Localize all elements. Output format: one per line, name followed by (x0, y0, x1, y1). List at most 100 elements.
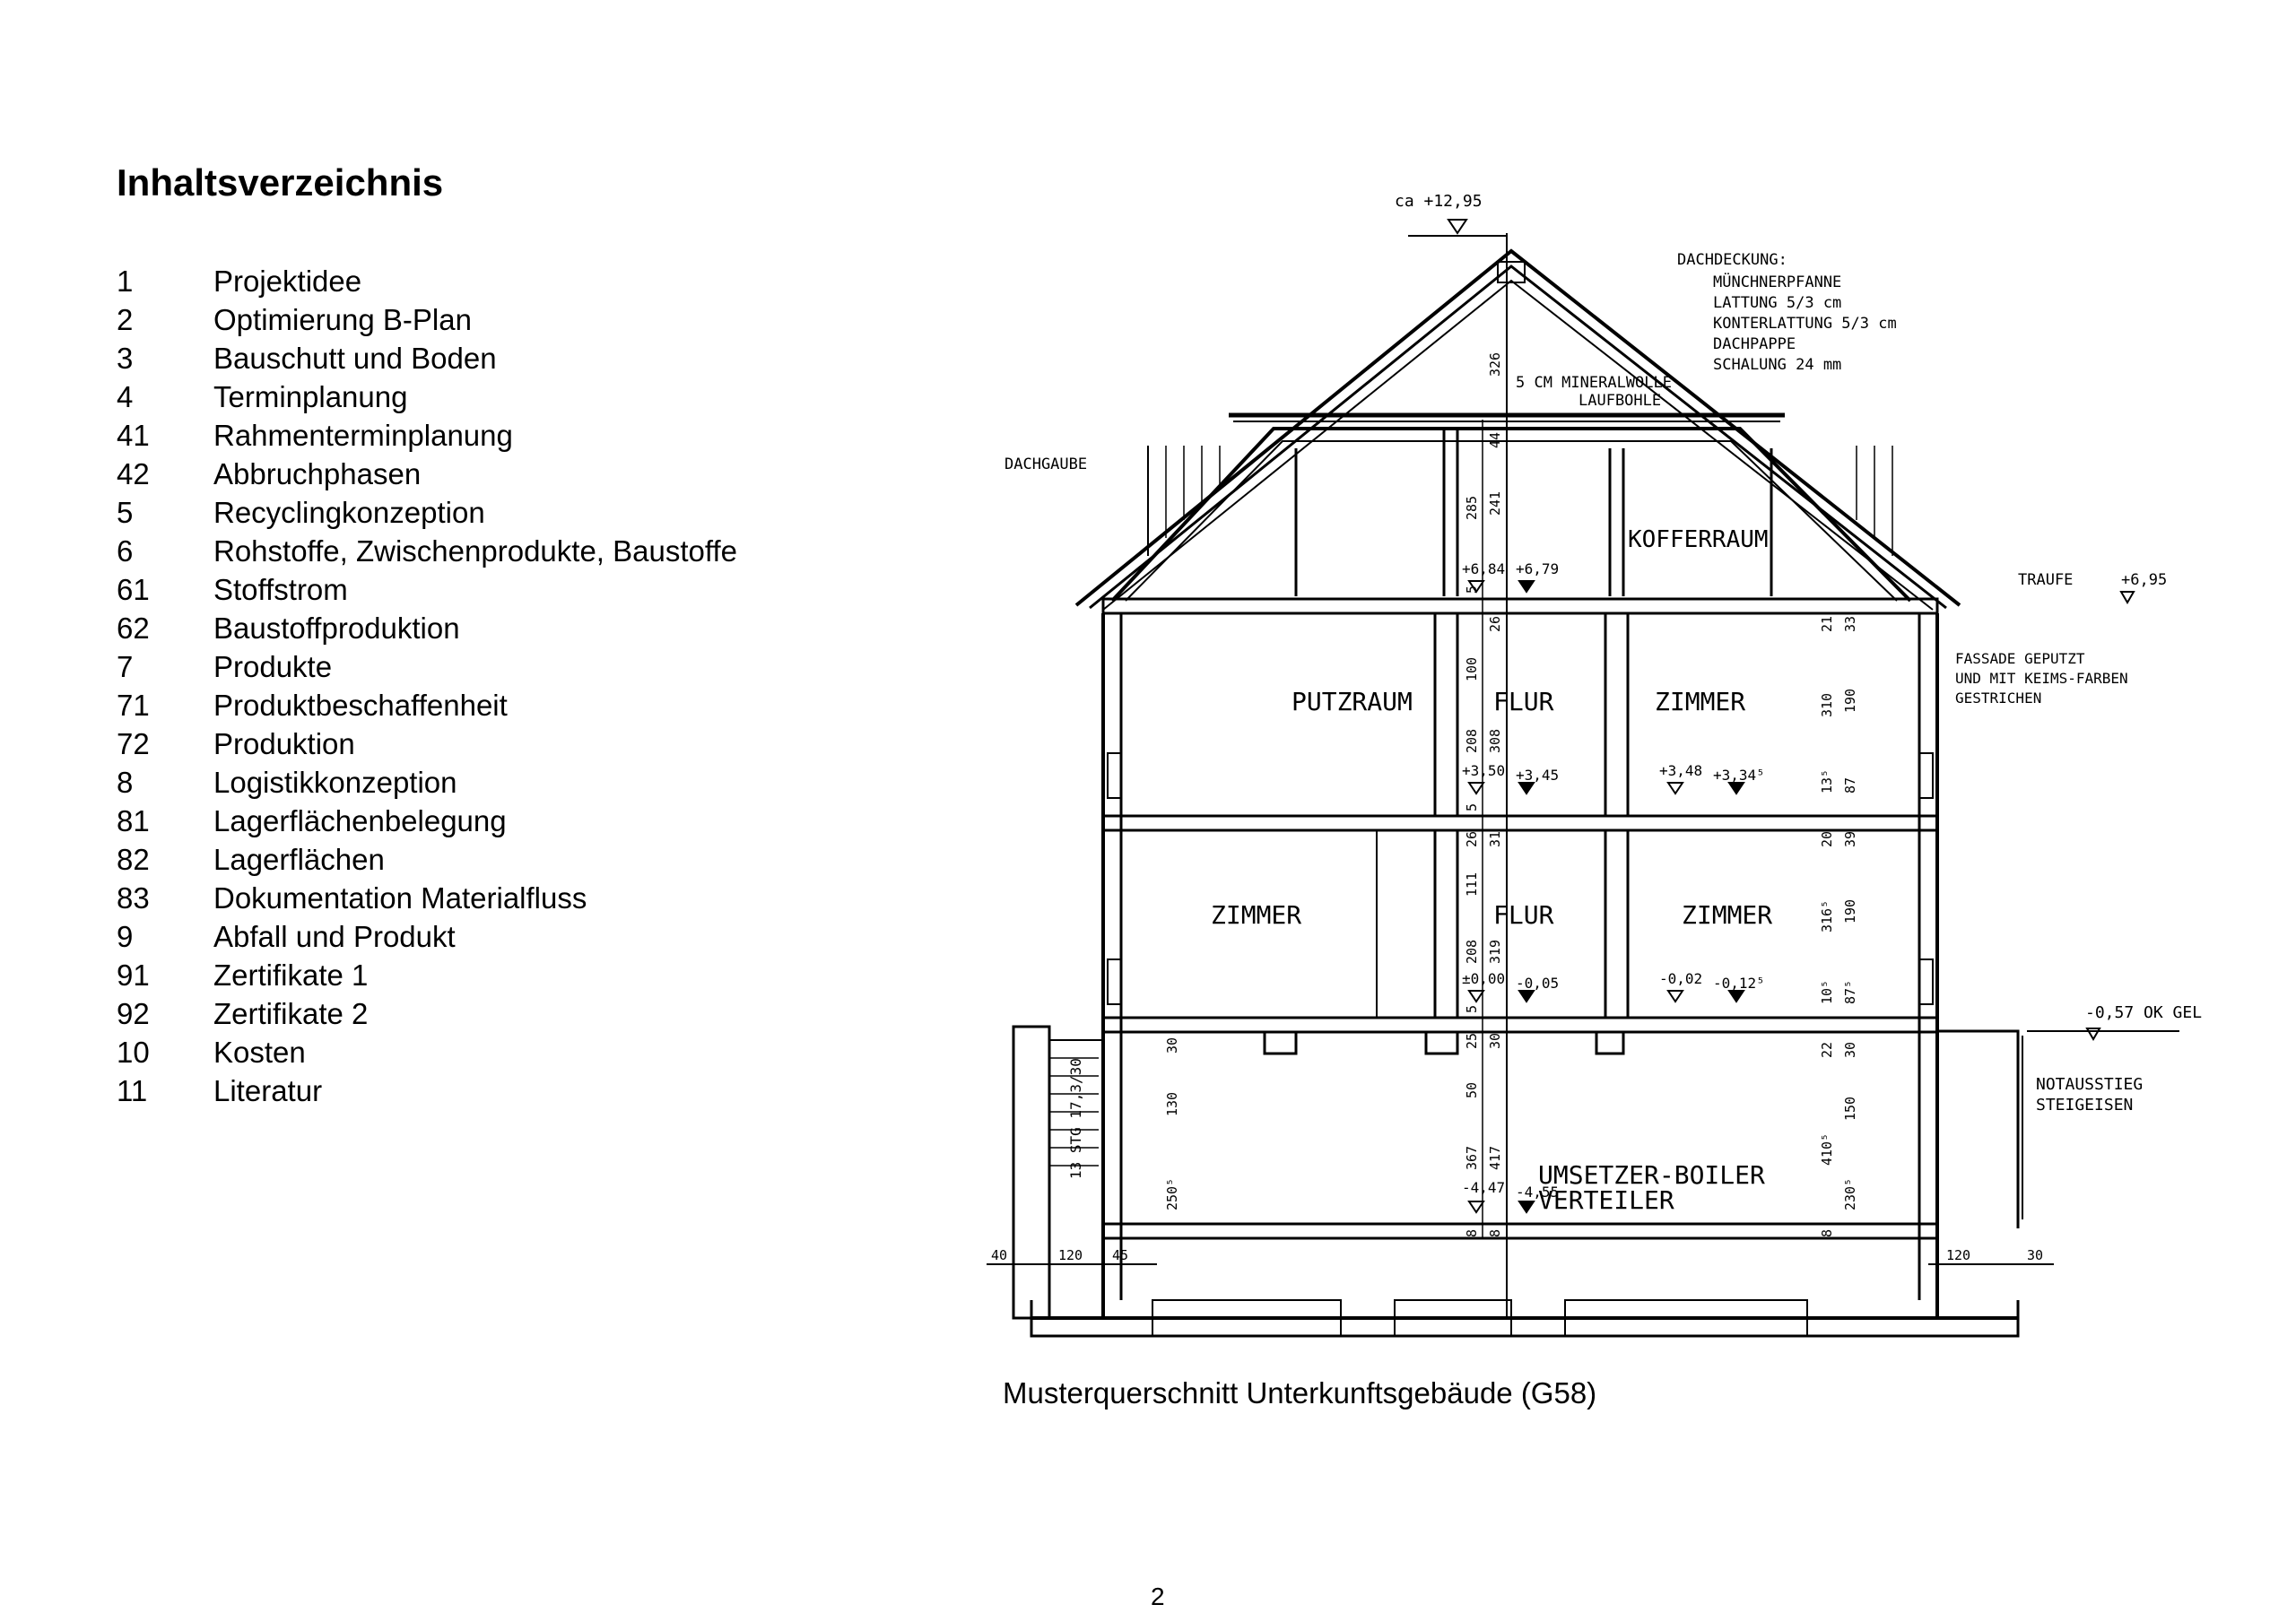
dim-5a: 5 (1464, 585, 1480, 594)
toc-title: Inhaltsverzeichnis (117, 161, 444, 204)
dim-r8: 8 (1819, 1229, 1835, 1237)
toc-item-label: Abbruchphasen (213, 456, 422, 490)
dim-r87a: 87 (1842, 777, 1858, 794)
room-cleaning: PUTZRAUM (1292, 687, 1413, 716)
toc-item: 41 Rahmenterminplanung (117, 416, 737, 455)
ridge-level: ca +12,95 (1395, 192, 1483, 211)
toc-item-label: Rohstoffe, Zwischenprodukte, Baustoffe (213, 533, 737, 568)
toc-item-number: 41 (117, 418, 150, 452)
dim-r33: 33 (1842, 616, 1858, 632)
dim-r410: 410⁵ (1819, 1133, 1835, 1166)
toc-item-number: 91 (117, 958, 150, 992)
dim-r22: 22 (1819, 1042, 1835, 1058)
toc-item-number: 61 (117, 572, 150, 606)
toc-item-label: Baustoffproduktion (213, 611, 460, 645)
dim-r310: 310 (1819, 693, 1835, 717)
walkway-label: LAUFBOHLE (1578, 392, 1661, 410)
dim-31: 31 (1487, 831, 1503, 847)
dim-b120a: 120 (1058, 1247, 1083, 1263)
dim-241: 241 (1487, 491, 1503, 516)
level-ground-c: -0,02 (1659, 970, 1702, 987)
room-basement-line1: UMSETZER-BOILER (1538, 1160, 1765, 1190)
insulation-label: 5 CM MINERALWOLLE (1516, 374, 1672, 392)
dim-25: 25 (1464, 1033, 1480, 1049)
dim-r230: 230⁵ (1842, 1178, 1858, 1210)
dormer-label: DACHGAUBE (1004, 455, 1087, 473)
toc-item-label: Produkte (213, 649, 333, 683)
roofing-line2: LATTUNG 5/3 cm (1713, 294, 1841, 312)
room-upper: ZIMMER (1655, 687, 1745, 716)
toc-item: 8 Logistikkonzeption (117, 763, 737, 802)
room-attic: KOFFERRAUM (1628, 526, 1769, 553)
building-cross-section-drawing: ca +12,95 KOFFERRAUM PUTZRAUM FLUR ZIMME… (987, 192, 2202, 1338)
toc-item-label: Logistikkonzeption (213, 765, 457, 799)
dim-r150: 150 (1842, 1097, 1858, 1121)
toc-item-number: 10 (117, 1035, 150, 1069)
dim-111: 111 (1464, 872, 1480, 897)
dim-208a: 208 (1464, 729, 1480, 753)
toc-item-label: Terminplanung (213, 379, 408, 413)
toc-item-label: Produktion (213, 726, 355, 760)
roofing-line1: MÜNCHNERPFANNE (1713, 272, 1841, 291)
dim-326: 326 (1487, 352, 1503, 377)
toc-item-number: 82 (117, 842, 150, 876)
toc-item-number: 92 (117, 996, 150, 1030)
toc-item-label: Lagerflächenbelegung (213, 803, 507, 837)
toc-item-label: Kosten (213, 1035, 306, 1069)
dim-r10: 10⁵ (1819, 980, 1835, 1004)
page-number: 2 (1151, 1583, 1165, 1610)
toc-item-number: 6 (117, 533, 134, 568)
dim-r13: 13⁵ (1819, 769, 1835, 794)
toc-item-label: Rahmenterminplanung (213, 418, 513, 452)
room-left: ZIMMER (1211, 900, 1301, 930)
dim-5c: 5 (1464, 1005, 1480, 1013)
toc-item-number: 2 (117, 302, 134, 336)
room-right: ZIMMER (1682, 900, 1772, 930)
dim-r190a: 190 (1842, 689, 1858, 713)
level-upper-b: +3,45 (1516, 767, 1559, 784)
dim-b30: 30 (2027, 1247, 2043, 1263)
dim-r21: 21 (1819, 616, 1835, 632)
toc-item: 71 Produktbeschaffenheit (117, 686, 737, 724)
level-ground-b: -0,05 (1516, 975, 1559, 992)
drawing-caption: Musterquerschnitt Unterkunftsgebäude (G5… (1003, 1376, 1597, 1409)
toc-item-number: 11 (117, 1073, 148, 1107)
emergency-line1: NOTAUSSTIEG (2036, 1075, 2143, 1094)
roofing-line4: DACHPAPPE (1713, 335, 1796, 353)
dim-30a: 30 (1487, 1033, 1503, 1049)
dim-r39: 39 (1842, 831, 1858, 847)
level-attic-b: +6,79 (1516, 560, 1559, 577)
level-upper-c: +3,48 (1659, 762, 1702, 779)
toc-item-number: 7 (117, 649, 134, 683)
roofing-line3: KONTERLATTUNG 5/3 cm (1713, 315, 1897, 333)
toc-item-number: 4 (117, 379, 134, 413)
toc-item-number: 71 (117, 688, 150, 722)
room-hall-upper: FLUR (1493, 687, 1554, 716)
toc-item-number: 8 (117, 765, 134, 799)
level-base-a: -4,47 (1462, 1179, 1505, 1196)
ground-level: -0,57 OK GEL (2085, 1003, 2202, 1022)
dim-285: 285 (1464, 496, 1480, 520)
dim-8b: 8 (1487, 1229, 1503, 1237)
toc-item-number: 5 (117, 495, 134, 529)
dim-44: 44 (1487, 432, 1503, 448)
toc-item-number: 1 (117, 264, 134, 298)
room-basement-line2: VERTEILER (1538, 1185, 1674, 1215)
facade-line3: GESTRICHEN (1955, 690, 2041, 707)
toc-item: 6 Rohstoffe, Zwischenprodukte, Baustoffe (117, 532, 737, 570)
dim-r30: 30 (1842, 1042, 1858, 1058)
toc-item: 72 Produktion (117, 724, 737, 763)
dim-r20: 20 (1819, 831, 1835, 847)
level-upper-d: +3,34⁵ (1713, 767, 1765, 784)
dim-319: 319 (1487, 940, 1503, 964)
toc-item-label: Produktbeschaffenheit (213, 688, 508, 722)
toc-item-number: 72 (117, 726, 150, 760)
level-base-b: -4,55 (1516, 1184, 1559, 1201)
